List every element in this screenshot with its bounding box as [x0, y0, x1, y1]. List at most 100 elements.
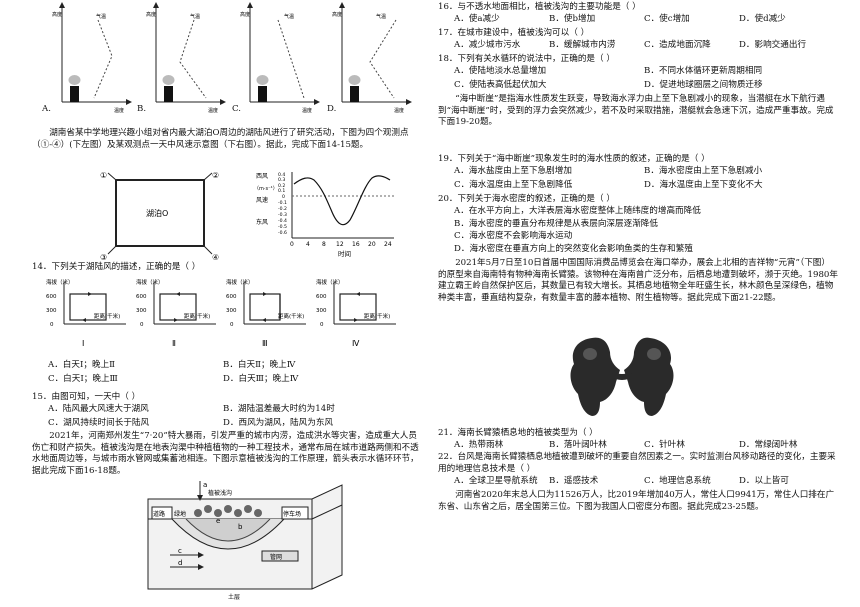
right-column: 16．与不透水地面相比，植被浅沟的主要功能是（ ） A．使a减少 B．使b增加 … — [438, 0, 838, 607]
profile-a: 高度 温度 气温 — [52, 2, 132, 114]
profile-d-line-label: 气温 — [376, 13, 386, 20]
wind-ylabel-bottom: 东风 — [256, 218, 268, 226]
q14-option-c[interactable]: C．白天Ⅰ；晚上Ⅲ — [48, 373, 118, 384]
ytick: -0.3 — [278, 212, 287, 218]
q17-option-b[interactable]: B．缓解城市内涝 — [549, 40, 616, 50]
intro-23-25: 河南省2020年末总人口为11526万人，比2019年增加40万人，常住人口99… — [438, 490, 835, 512]
q21-option-a[interactable]: A．热带雨林 — [454, 440, 504, 450]
q18-option-b[interactable]: B．不同水体循环更新周期相同 — [644, 66, 763, 76]
xtick: 20 — [368, 241, 376, 248]
profile-c-ylabel: 高度 — [240, 11, 250, 18]
ytick: 0.1 — [278, 188, 285, 194]
q21-options: A．热带雨林 B．落叶阔叶林 C．针叶林 D．常绿阔叶林 — [454, 440, 834, 452]
swale-label-green: 绿地 — [174, 510, 186, 518]
q16-option-a[interactable]: A．使a减少 — [454, 14, 500, 24]
q15-stem: 15．由图可知，一天中（ ） — [32, 392, 141, 402]
q19-option-c[interactable]: C．海水温度由上至下急剧降低 — [454, 179, 573, 190]
ytick: -0.5 — [278, 224, 287, 230]
xtick: 12 — [336, 241, 344, 248]
circ-tick: 0 — [320, 322, 324, 328]
q20-options: A．在水平方向上，大洋表层海水密度整体上随纬度的增高而降低 B．海水密度的垂直分… — [454, 206, 838, 255]
q16-options: A．使a减少 B．使b增加 C．使c增加 D．使d减少 — [454, 14, 834, 26]
swale-label-parking: 停车场 — [283, 510, 301, 518]
q19-option-d[interactable]: D．海水温度由上至下变化不大 — [644, 179, 763, 190]
q15-option-a[interactable]: A．陆风最大风速大于湖风 — [48, 404, 149, 414]
q16-stem: 16．与不透水地面相比，植被浅沟的主要功能是（ ） — [438, 2, 641, 12]
q16-option-c[interactable]: C．使c增加 — [644, 14, 690, 24]
q22-option-d[interactable]: D．以上皆可 — [739, 476, 789, 486]
circ-4: 海拔（米） 600 300 0 距离(千米) Ⅳ — [316, 278, 396, 348]
circ-tick: 300 — [316, 308, 327, 314]
circ-id: Ⅳ — [352, 339, 360, 348]
q22-options: A．全球卫星导航系统 B．遥感技术 C．地理信息系统 D．以上皆可 — [454, 476, 834, 488]
q18-stem: 18．下列有关水循环的说法中，正确的是（ ） — [438, 54, 615, 64]
circ-tick: 0 — [140, 322, 144, 328]
q19-option-b[interactable]: B．海水密度由上至下急剧减小 — [644, 166, 763, 176]
circ-tick: 600 — [136, 294, 147, 300]
wind-yticks: 0.4 0.3 0.2 0.1 0 -0.1 -0.2 -0.3 -0.4 -0… — [278, 172, 287, 236]
q22-stem: 22．台风是海南长臂猿栖息地植被遭到破坏的重要自然因素之一。实时监测台风移动路径… — [438, 452, 836, 474]
q21-option-c[interactable]: C．针叶林 — [644, 440, 685, 450]
profile-b-line-label: 气温 — [190, 13, 200, 20]
temperature-profile-diagrams: 高度 温度 气温 高度 温度 气温 高度 温度 气温 — [52, 2, 412, 114]
top-option-d[interactable]: D. — [327, 104, 337, 114]
top-option-b[interactable]: B. — [137, 104, 147, 114]
circ-3: 海拔（米） 600 300 0 距离(千米) Ⅲ — [226, 278, 306, 348]
point-2: ② — [212, 171, 219, 180]
top-option-c[interactable]: C. — [232, 104, 242, 114]
swale-label-b: b — [238, 523, 243, 531]
ytick: 0.2 — [278, 183, 285, 189]
q16-option-b[interactable]: B．使b增加 — [549, 14, 596, 24]
q17-option-d[interactable]: D．影响交通出行 — [739, 40, 807, 50]
swale-label-soil: 土层 — [228, 593, 240, 601]
swale-label-d: d — [178, 559, 182, 567]
q15-options: A．陆风最大风速大于湖风 B．湖陆温差最大时约为14时 C．湖风持续时间长于陆风… — [48, 404, 398, 429]
q22-option-a[interactable]: A．全球卫星导航系统 — [454, 476, 538, 486]
intro-16-18: 2021年，河南郑州发生“7·20”特大暴雨，引发严重的城市内涝，造成洪水等灾害… — [32, 431, 419, 476]
profile-d-ylabel: 高度 — [332, 11, 342, 18]
q15-option-c[interactable]: C．湖风持续时间长于陆风 — [48, 417, 150, 428]
circ-xlabel: 距离(千米) — [364, 312, 390, 320]
q15-option-d[interactable]: D．西风为湖风，陆风为东风 — [223, 417, 334, 428]
q22-option-c[interactable]: C．地理信息系统 — [644, 476, 711, 486]
circ-tick: 600 — [226, 294, 237, 300]
q17-option-a[interactable]: A．减少城市污水 — [454, 40, 521, 50]
q14-option-b[interactable]: B．白天Ⅱ；晚上Ⅳ — [223, 360, 296, 370]
circ-id: Ⅱ — [172, 339, 176, 348]
q16-option-d[interactable]: D．使d减少 — [739, 14, 786, 24]
q20-option-c[interactable]: C．海水密度不会影响海水运动 — [454, 231, 573, 242]
q18-option-d[interactable]: D．促进地球圈层之间物质迁移 — [644, 79, 763, 90]
q21-option-b[interactable]: B．落叶阔叶林 — [549, 440, 607, 450]
top-option-labels: A. B. C. D. — [42, 104, 422, 116]
q18-option-c[interactable]: C．使陆表高低起伏加大 — [454, 79, 547, 90]
ytick: 0.3 — [278, 177, 285, 183]
swale-label-swale: 植被浅沟 — [208, 489, 232, 497]
top-option-a[interactable]: A. — [42, 104, 51, 114]
q20-option-b[interactable]: B．海水密度的垂直分布规律是从表层向深层逐渐降低 — [454, 218, 658, 229]
q22-option-b[interactable]: B．遥感技术 — [549, 476, 599, 486]
q20-option-a[interactable]: A．在水平方向上，大洋表层海水密度整体上随纬度的增高而降低 — [454, 206, 701, 216]
left-column: 高度 温度 气温 高度 温度 气温 高度 温度 气温 — [32, 0, 420, 607]
q15-option-b[interactable]: B．湖陆温差最大时约为14时 — [223, 404, 335, 414]
q14-stem: 14．下列关于湖陆风的描述，正确的是（ ） — [32, 262, 201, 272]
circ-2: 海拔（米） 600 300 0 距离(千米) Ⅱ — [136, 278, 216, 348]
q19-option-a[interactable]: A．海水盐度由上至下急剧增加 — [454, 166, 572, 176]
wind-xlabel: 时间 — [338, 249, 351, 258]
swale-label-road: 道路 — [153, 510, 165, 518]
profile-a-ylabel: 高度 — [52, 11, 62, 18]
swale-label-e: e — [216, 517, 220, 525]
circ-ylabel: 海拔（米） — [226, 278, 254, 286]
q21-option-d[interactable]: D．常绿阔叶林 — [739, 440, 798, 450]
circ-tick: 300 — [46, 308, 57, 314]
intro-14-15: 湖南省某中学地理兴趣小组对省内最大湖泊O周边的湖陆风进行了研究活动，下图为四个观… — [32, 128, 409, 150]
xtick: 24 — [384, 241, 392, 248]
q17-option-c[interactable]: C．造成地面沉降 — [644, 40, 711, 50]
wind-ylabel-mid: 风速 — [256, 197, 268, 204]
q14-option-a[interactable]: A．白天Ⅰ；晚上Ⅱ — [48, 360, 116, 370]
q18-option-a[interactable]: A．使陆地淡水总量增加 — [454, 66, 547, 76]
q14-option-d[interactable]: D．白天Ⅲ；晚上Ⅳ — [223, 373, 299, 384]
point-4: ④ — [212, 253, 219, 262]
profile-d-xlabel: 温度 — [394, 107, 404, 114]
circ-xlabel: 距离(千米) — [94, 312, 120, 320]
q20-option-d[interactable]: D．海水密度在垂直方向上的突然变化会影响鱼类的生存和繁殖 — [454, 243, 693, 254]
